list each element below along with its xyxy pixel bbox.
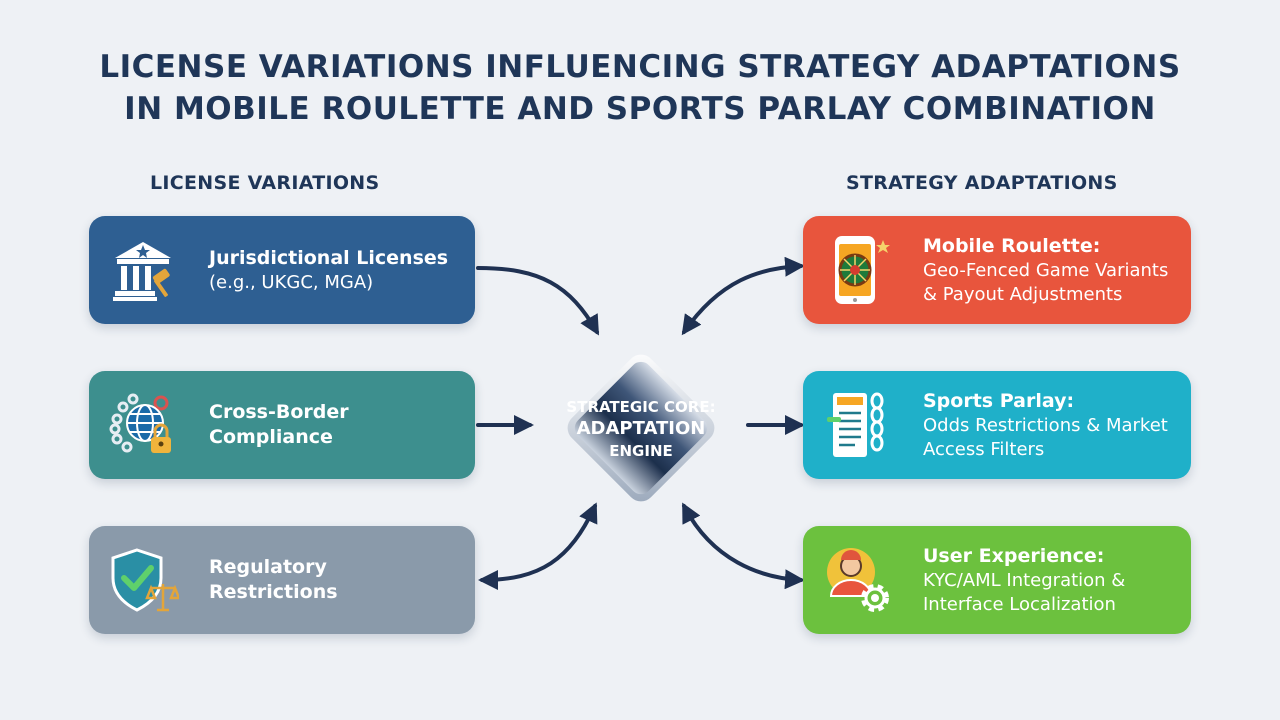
card-title: Jurisdictional Licenses [209, 246, 449, 269]
card-title: Cross-Border [209, 401, 349, 423]
card-jurisdictional-licenses: Jurisdictional Licenses (e.g., UKGC, MGA… [89, 216, 475, 324]
card-regulatory-restrictions: Regulatory Restrictions [89, 526, 475, 634]
card-sports-parlay: Sports Parlay: Odds Restrictions & Marke… [803, 371, 1191, 479]
core-line-2: ADAPTATION [576, 418, 706, 439]
bet-slip-chain-icon [827, 392, 884, 457]
card-line-2: Interface Localization [923, 593, 1116, 615]
globe-chain-lock-icon [109, 393, 171, 453]
left-column-heading: LICENSE VARIATIONS [150, 172, 380, 194]
title-line-1: LICENSE VARIATIONS INFLUENCING STRATEGY … [99, 49, 1181, 85]
arrow-regulatory-core [478, 502, 598, 590]
card-line-1: Geo-Fenced Game Variants [923, 259, 1169, 281]
diagram-title: LICENSE VARIATIONS INFLUENCING STRATEGY … [0, 46, 1280, 130]
courthouse-gavel-icon [113, 242, 171, 301]
strategic-core-diamond [567, 354, 715, 502]
card-line-2: Access Filters [923, 438, 1045, 460]
card-title: User Experience: [923, 544, 1105, 567]
card-cross-border-compliance: Cross-Border Compliance [89, 371, 475, 479]
card-title: Sports Parlay: [923, 389, 1075, 412]
arrow-jurisdictional-to-core [476, 266, 599, 336]
shield-check-scales-icon [111, 548, 179, 612]
core-line-3: ENGINE [609, 442, 673, 460]
core-line-1: STRATEGIC CORE: [566, 398, 716, 416]
card-line-2: & Payout Adjustments [923, 283, 1123, 305]
card-user-experience: User Experience: KYC/AML Integration & I… [803, 526, 1191, 634]
user-gear-icon [827, 548, 889, 612]
right-column-heading: STRATEGY ADAPTATIONS [846, 172, 1118, 194]
card-line-1: KYC/AML Integration & [923, 569, 1126, 591]
card-mobile-roulette: Mobile Roulette: Geo-Fenced Game Variant… [803, 216, 1191, 324]
core-label: STRATEGIC CORE: ADAPTATION ENGINE [541, 396, 741, 462]
card-subtitle: Compliance [209, 426, 333, 448]
arrow-core-user-experience [682, 502, 805, 590]
title-line-2: IN MOBILE ROULETTE AND SPORTS PARLAY COM… [124, 91, 1156, 127]
arrow-core-mobile-roulette [681, 256, 805, 336]
card-line-1: Odds Restrictions & Market [923, 414, 1168, 436]
card-subtitle: Restrictions [209, 581, 338, 603]
card-subtitle: (e.g., UKGC, MGA) [209, 271, 374, 293]
phone-roulette-icon [835, 236, 890, 304]
card-title: Regulatory [209, 556, 327, 578]
card-title: Mobile Roulette: [923, 234, 1101, 257]
